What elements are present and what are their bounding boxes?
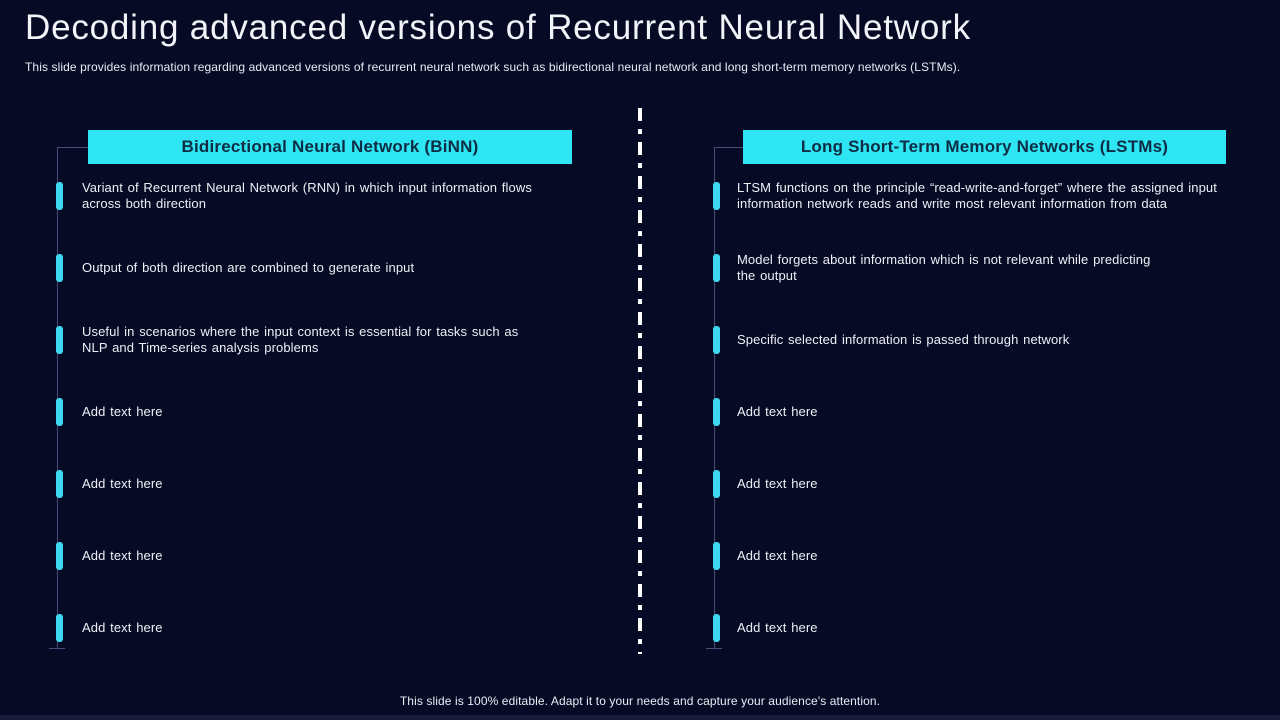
bullet-tick-icon	[713, 182, 720, 210]
bullet-tick-icon	[56, 614, 63, 642]
placeholder-item[interactable]: Add text here	[56, 456, 582, 512]
placeholder-text: Add text here	[737, 548, 818, 563]
lstm-connector-stub	[714, 147, 745, 148]
lstm-connector-end-tick	[706, 648, 722, 649]
placeholder-text: Add text here	[82, 548, 163, 563]
center-divider-dashed-line-icon	[638, 108, 642, 654]
bullet-tick-icon	[713, 326, 720, 354]
list-item: LTSM functions on the principle “read-wr…	[713, 168, 1257, 224]
bullet-tick-icon	[56, 398, 63, 426]
placeholder-item[interactable]: Add text here	[713, 456, 1257, 512]
placeholder-text: Add text here	[737, 620, 818, 635]
placeholder-text: Add text here	[82, 620, 163, 635]
placeholder-item[interactable]: Add text here	[713, 600, 1257, 656]
slide-footer-note: This slide is 100% editable. Adapt it to…	[399, 694, 881, 708]
placeholder-item[interactable]: Add text here	[56, 528, 582, 584]
bullet-tick-icon	[56, 470, 63, 498]
lstm-header: Long Short-Term Memory Networks (LSTMs)	[743, 130, 1226, 164]
list-item-text: Specific selected information is passed …	[737, 332, 1070, 347]
placeholder-text: Add text here	[737, 404, 818, 419]
lstm-connector-line	[714, 147, 715, 648]
list-item-text: Model forgets about information which is…	[737, 252, 1151, 283]
placeholder-item[interactable]: Add text here	[56, 384, 582, 440]
bullet-tick-icon	[713, 470, 720, 498]
bullet-tick-icon	[56, 254, 63, 282]
slide-title: Decoding advanced versions of Recurrent …	[25, 8, 971, 47]
bullet-tick-icon	[56, 182, 63, 210]
list-item: Variant of Recurrent Neural Network (RNN…	[56, 168, 582, 224]
binn-header-label: Bidirectional Neural Network (BiNN)	[181, 137, 479, 156]
binn-connector-stub	[57, 147, 88, 148]
bottom-strip	[0, 715, 1280, 720]
slide-subtitle: This slide provides information regardin…	[25, 60, 961, 74]
placeholder-text: Add text here	[82, 404, 163, 419]
binn-connector-line	[57, 147, 58, 648]
binn-header: Bidirectional Neural Network (BiNN)	[88, 130, 572, 164]
placeholder-item[interactable]: Add text here	[713, 384, 1257, 440]
placeholder-text: Add text here	[82, 476, 163, 491]
list-item: Useful in scenarios where the input cont…	[56, 312, 582, 368]
placeholder-text: Add text here	[737, 476, 818, 491]
bullet-tick-icon	[56, 326, 63, 354]
list-item-text: Useful in scenarios where the input cont…	[82, 324, 519, 355]
bullet-tick-icon	[713, 614, 720, 642]
bullet-tick-icon	[713, 254, 720, 282]
list-item: Output of both direction are combined to…	[56, 240, 582, 296]
list-item-text: Output of both direction are combined to…	[82, 260, 415, 275]
placeholder-item[interactable]: Add text here	[56, 600, 582, 656]
lstm-header-label: Long Short-Term Memory Networks (LSTMs)	[800, 137, 1169, 156]
bullet-tick-icon	[713, 542, 720, 570]
placeholder-item[interactable]: Add text here	[713, 528, 1257, 584]
list-item-text: LTSM functions on the principle “read-wr…	[737, 180, 1217, 211]
list-item: Specific selected information is passed …	[713, 312, 1257, 368]
binn-connector-end-tick	[49, 648, 65, 649]
list-item: Model forgets about information which is…	[713, 240, 1257, 296]
bullet-tick-icon	[713, 398, 720, 426]
list-item-text: Variant of Recurrent Neural Network (RNN…	[82, 180, 532, 211]
bullet-tick-icon	[56, 542, 63, 570]
